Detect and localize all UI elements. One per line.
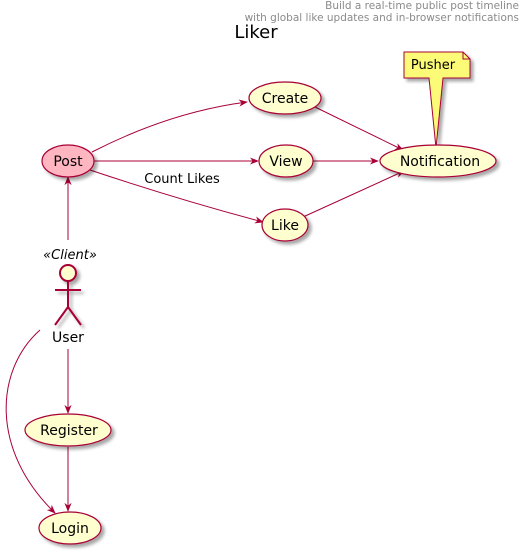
usecase-like-label: Like	[271, 218, 299, 234]
usecase-like[interactable]: Like	[261, 208, 309, 242]
edge-post-like	[89, 169, 264, 224]
edge-create-notification	[314, 106, 404, 151]
edge-like-notification	[302, 170, 405, 218]
header-line-2: with global like updates and in-browser …	[244, 12, 519, 24]
usecase-login-label: Login	[51, 521, 89, 537]
usecase-post-label: Post	[53, 154, 83, 170]
actor-user-icon[interactable]	[54, 264, 82, 326]
header-line-1: Build a real-time public post timeline	[325, 0, 519, 12]
usecase-notification-label: Notification	[400, 154, 480, 170]
note-text: Pusher	[411, 58, 456, 73]
usecase-login[interactable]: Login	[38, 511, 102, 545]
usecase-notification[interactable]: Notification	[379, 144, 497, 178]
actor-stereotype: «Client»	[43, 248, 97, 263]
usecase-view[interactable]: View	[258, 144, 314, 178]
usecase-post[interactable]: Post	[41, 144, 95, 178]
edge-user-login	[5, 329, 56, 514]
edge-label-count-likes: Count Likes	[144, 172, 220, 187]
actor-name: User	[52, 330, 84, 346]
note-pusher	[403, 51, 471, 149]
usecase-view-label: View	[269, 154, 302, 170]
usecase-register[interactable]: Register	[24, 413, 112, 447]
diagram-title: Liker	[234, 22, 278, 43]
edge-post-create	[91, 99, 248, 153]
usecase-register-label: Register	[40, 423, 98, 439]
usecase-create-label: Create	[262, 91, 309, 107]
usecase-create[interactable]: Create	[248, 81, 322, 115]
